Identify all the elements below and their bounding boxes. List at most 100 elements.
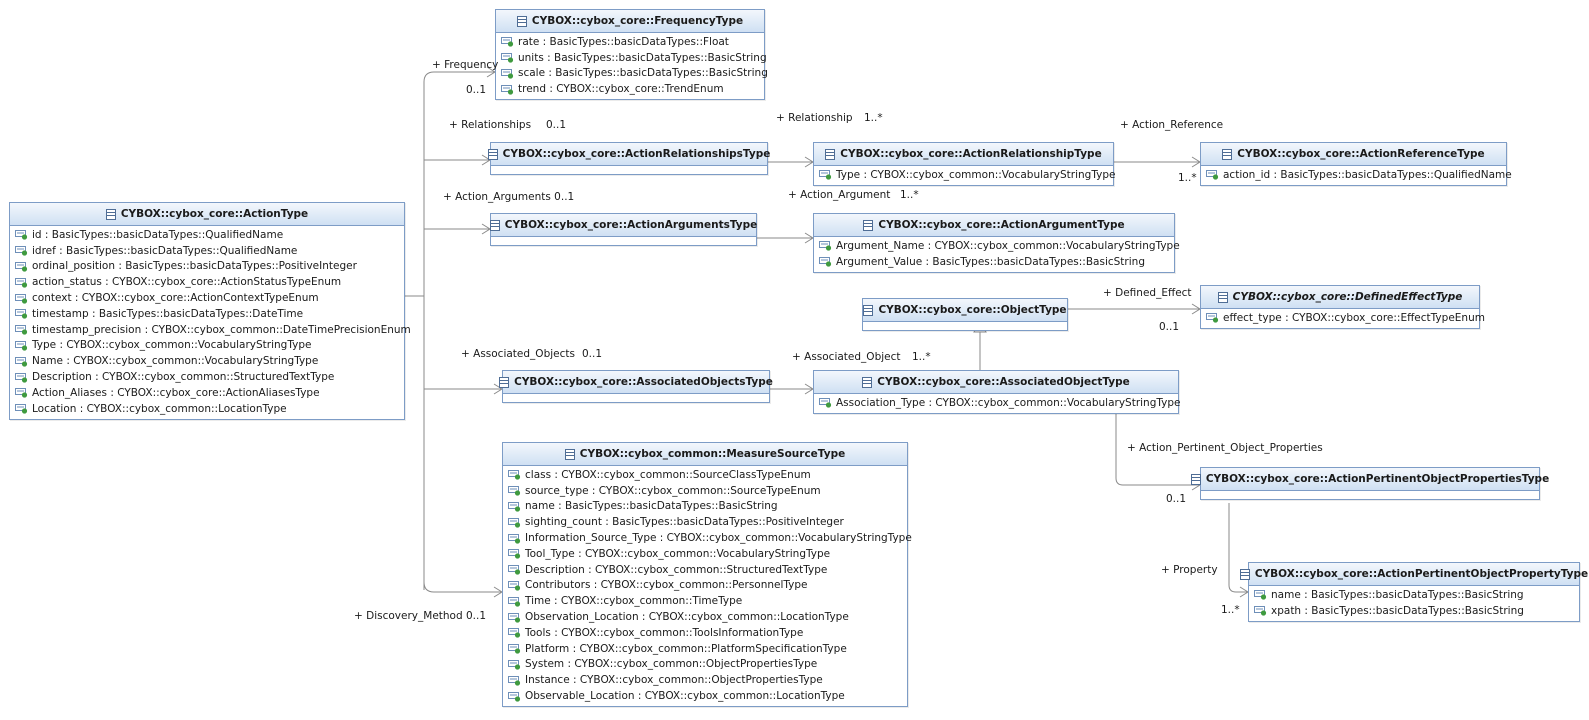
class-attribute[interactable]: timestamp : BasicTypes::basicDataTypes::… xyxy=(10,306,404,322)
class-title: CYBOX::cybox_core::AssociatedObjectType xyxy=(877,376,1130,388)
class-attribute[interactable]: Information_Source_Type : CYBOX::cybox_c… xyxy=(503,530,912,546)
action-argument-multiplicity: 1..* xyxy=(900,189,919,201)
attribute-text: ordinal_position : BasicTypes::basicData… xyxy=(32,260,357,273)
class-attribute[interactable]: Argument_Value : BasicTypes::basicDataTy… xyxy=(814,254,1174,270)
attribute-text: sighting_count : BasicTypes::basicDataTy… xyxy=(525,516,844,529)
attribute-text: Argument_Value : BasicTypes::basicDataTy… xyxy=(836,255,1145,268)
class-associated-object-type[interactable]: CYBOX::cybox_core::AssociatedObjectType … xyxy=(813,370,1181,414)
attribute-text: source_type : CYBOX::cybox_common::Sourc… xyxy=(525,484,821,497)
class-title: CYBOX::cybox_core::ActionRelationshipTyp… xyxy=(840,148,1102,160)
class-attribute[interactable]: class : CYBOX::cybox_common::SourceClass… xyxy=(503,467,907,483)
class-action-arguments-type[interactable]: CYBOX::cybox_core::ActionArgumentsType xyxy=(489,213,757,246)
class-attribute[interactable]: Argument_Name : CYBOX::cybox_common::Voc… xyxy=(814,238,1180,254)
attribute-icon xyxy=(508,549,521,559)
attribute-text: Description : CYBOX::cybox_common::Struc… xyxy=(32,371,335,384)
attribute-icon xyxy=(15,372,28,383)
class-action-type[interactable]: CYBOX::cybox_core::ActionType id : Basic… xyxy=(9,202,411,420)
attribute-text: Information_Source_Type : CYBOX::cybox_c… xyxy=(525,532,912,545)
class-icon xyxy=(863,219,874,231)
class-icon xyxy=(564,448,575,460)
attribute-text: Action_Aliases : CYBOX::cybox_core::Acti… xyxy=(32,386,320,399)
class-action-pertinent-object-properties-type[interactable]: CYBOX::cybox_core::ActionPertinentObject… xyxy=(1190,467,1549,500)
attribute-icon xyxy=(501,68,514,79)
class-title: CYBOX::cybox_core::ActionPertinentObject… xyxy=(1205,473,1550,485)
class-attribute[interactable]: xpath : BasicTypes::basicDataTypes::Basi… xyxy=(1249,603,1579,619)
class-attribute[interactable]: effect_type : CYBOX::cybox_core::EffectT… xyxy=(1201,310,1485,326)
class-action-reference-type[interactable]: CYBOX::cybox_core::ActionReferenceType a… xyxy=(1200,142,1512,186)
attribute-icon xyxy=(15,277,28,288)
class-attribute[interactable]: Tool_Type : CYBOX::cybox_common::Vocabul… xyxy=(503,546,907,562)
class-attribute[interactable]: Description : CYBOX::cybox_common::Struc… xyxy=(10,369,404,385)
attribute-icon xyxy=(15,356,28,367)
class-icon xyxy=(516,15,527,27)
attribute-icon xyxy=(508,486,521,496)
attribute-icon xyxy=(508,659,521,670)
class-attribute[interactable]: Type : CYBOX::cybox_common::VocabularySt… xyxy=(814,167,1115,183)
class-attribute[interactable]: Observable_Location : CYBOX::cybox_commo… xyxy=(503,688,907,704)
class-attribute[interactable]: units : BasicTypes::basicDataTypes::Basi… xyxy=(496,50,767,66)
relationship-multiplicity: 1..* xyxy=(864,112,883,124)
class-title: CYBOX::cybox_core::AssociatedObjectsType xyxy=(514,376,773,388)
attribute-text: Argument_Name : CYBOX::cybox_common::Voc… xyxy=(836,239,1180,252)
class-attribute[interactable]: id : BasicTypes::basicDataTypes::Qualifi… xyxy=(10,227,404,243)
class-attribute[interactable]: sighting_count : BasicTypes::basicDataTy… xyxy=(503,514,907,530)
class-attribute[interactable]: rate : BasicTypes::basicDataTypes::Float xyxy=(496,34,764,50)
action-argument-role-label: + Action_Argument xyxy=(788,189,891,201)
attribute-text: System : CYBOX::cybox_common::ObjectProp… xyxy=(525,658,818,671)
class-action-relationship-type[interactable]: CYBOX::cybox_core::ActionRelationshipTyp… xyxy=(813,142,1115,186)
class-attribute[interactable]: Observation_Location : CYBOX::cybox_comm… xyxy=(503,609,907,625)
defined-effect-multiplicity: 0..1 xyxy=(1159,321,1180,333)
class-object-type[interactable]: CYBOX::cybox_core::ObjectType xyxy=(862,298,1068,331)
attribute-icon xyxy=(508,596,521,607)
class-attribute[interactable]: Action_Aliases : CYBOX::cybox_core::Acti… xyxy=(10,385,404,401)
attribute-text: trend : CYBOX::cybox_core::TrendEnum xyxy=(518,83,724,96)
attribute-icon xyxy=(819,241,832,251)
class-attribute[interactable]: context : CYBOX::cybox_core::ActionConte… xyxy=(10,290,404,306)
class-attribute[interactable]: Type : CYBOX::cybox_common::VocabularySt… xyxy=(10,338,404,354)
frequency-role-label: + Frequency xyxy=(432,59,499,71)
attribute-text: idref : BasicTypes::basicDataTypes::Qual… xyxy=(32,244,298,257)
class-attribute[interactable]: ordinal_position : BasicTypes::basicData… xyxy=(10,259,404,275)
attribute-icon xyxy=(508,470,521,480)
class-action-pertinent-object-property-type[interactable]: CYBOX::cybox_core::ActionPertinentObject… xyxy=(1239,562,1588,622)
class-attribute[interactable]: Tools : CYBOX::cybox_common::ToolsInform… xyxy=(503,625,907,641)
attribute-icon xyxy=(15,388,28,398)
class-attribute[interactable]: Location : CYBOX::cybox_common::Location… xyxy=(10,401,404,417)
attribute-icon xyxy=(15,246,28,256)
class-associated-objects-type[interactable]: CYBOX::cybox_core::AssociatedObjectsType xyxy=(499,370,773,403)
class-defined-effect-type[interactable]: CYBOX::cybox_core::DefinedEffectType eff… xyxy=(1200,285,1485,329)
class-attribute[interactable]: Name : CYBOX::cybox_common::VocabularySt… xyxy=(10,353,404,369)
class-attribute[interactable]: Contributors : CYBOX::cybox_common::Pers… xyxy=(503,578,907,594)
property-role-label: + Property xyxy=(1161,564,1218,576)
class-attribute[interactable]: timestamp_precision : CYBOX::cybox_commo… xyxy=(10,322,411,338)
class-attribute[interactable]: Association_Type : CYBOX::cybox_common::… xyxy=(814,395,1181,411)
attribute-text: units : BasicTypes::basicDataTypes::Basi… xyxy=(518,51,767,64)
class-attribute[interactable]: action_status : CYBOX::cybox_core::Actio… xyxy=(10,274,404,290)
class-attribute[interactable]: idref : BasicTypes::basicDataTypes::Qual… xyxy=(10,243,404,259)
relationships-role-label: + Relationships xyxy=(449,119,532,131)
class-action-argument-type[interactable]: CYBOX::cybox_core::ActionArgumentType Ar… xyxy=(813,213,1180,273)
attribute-icon xyxy=(508,565,521,575)
class-attribute[interactable]: name : BasicTypes::basicDataTypes::Basic… xyxy=(503,499,907,515)
class-attribute[interactable]: name : BasicTypes::basicDataTypes::Basic… xyxy=(1249,587,1579,603)
class-frequency-type[interactable]: CYBOX::cybox_core::FrequencyType rate : … xyxy=(495,9,768,101)
class-attribute[interactable]: action_id : BasicTypes::basicDataTypes::… xyxy=(1201,167,1512,183)
class-attribute[interactable]: Platform : CYBOX::cybox_common::Platform… xyxy=(503,641,907,657)
class-attribute[interactable]: Instance : CYBOX::cybox_common::ObjectPr… xyxy=(503,672,907,688)
class-attribute[interactable]: scale : BasicTypes::basicDataTypes::Basi… xyxy=(496,66,768,82)
class-attribute[interactable]: Description : CYBOX::cybox_common::Struc… xyxy=(503,562,907,578)
class-title: CYBOX::cybox_core::ActionRelationshipsTy… xyxy=(502,148,771,160)
class-measure-source-type[interactable]: CYBOX::cybox_common::MeasureSourceType c… xyxy=(502,442,912,707)
class-icon xyxy=(105,208,116,220)
attribute-text: name : BasicTypes::basicDataTypes::Basic… xyxy=(1271,588,1524,601)
associated-objects-role-label: + Associated_Objects xyxy=(461,348,575,360)
class-icon xyxy=(499,376,510,388)
class-title: CYBOX::cybox_common::MeasureSourceType xyxy=(579,448,846,460)
class-action-relationships-type[interactable]: CYBOX::cybox_core::ActionRelationshipsTy… xyxy=(487,142,771,175)
class-attribute[interactable]: trend : CYBOX::cybox_core::TrendEnum xyxy=(496,81,764,97)
class-attribute[interactable]: System : CYBOX::cybox_common::ObjectProp… xyxy=(503,657,907,673)
attribute-text: xpath : BasicTypes::basicDataTypes::Basi… xyxy=(1271,604,1524,617)
attribute-icon xyxy=(508,628,521,638)
class-attribute[interactable]: Time : CYBOX::cybox_common::TimeType xyxy=(503,593,907,609)
class-attribute[interactable]: source_type : CYBOX::cybox_common::Sourc… xyxy=(503,483,907,499)
